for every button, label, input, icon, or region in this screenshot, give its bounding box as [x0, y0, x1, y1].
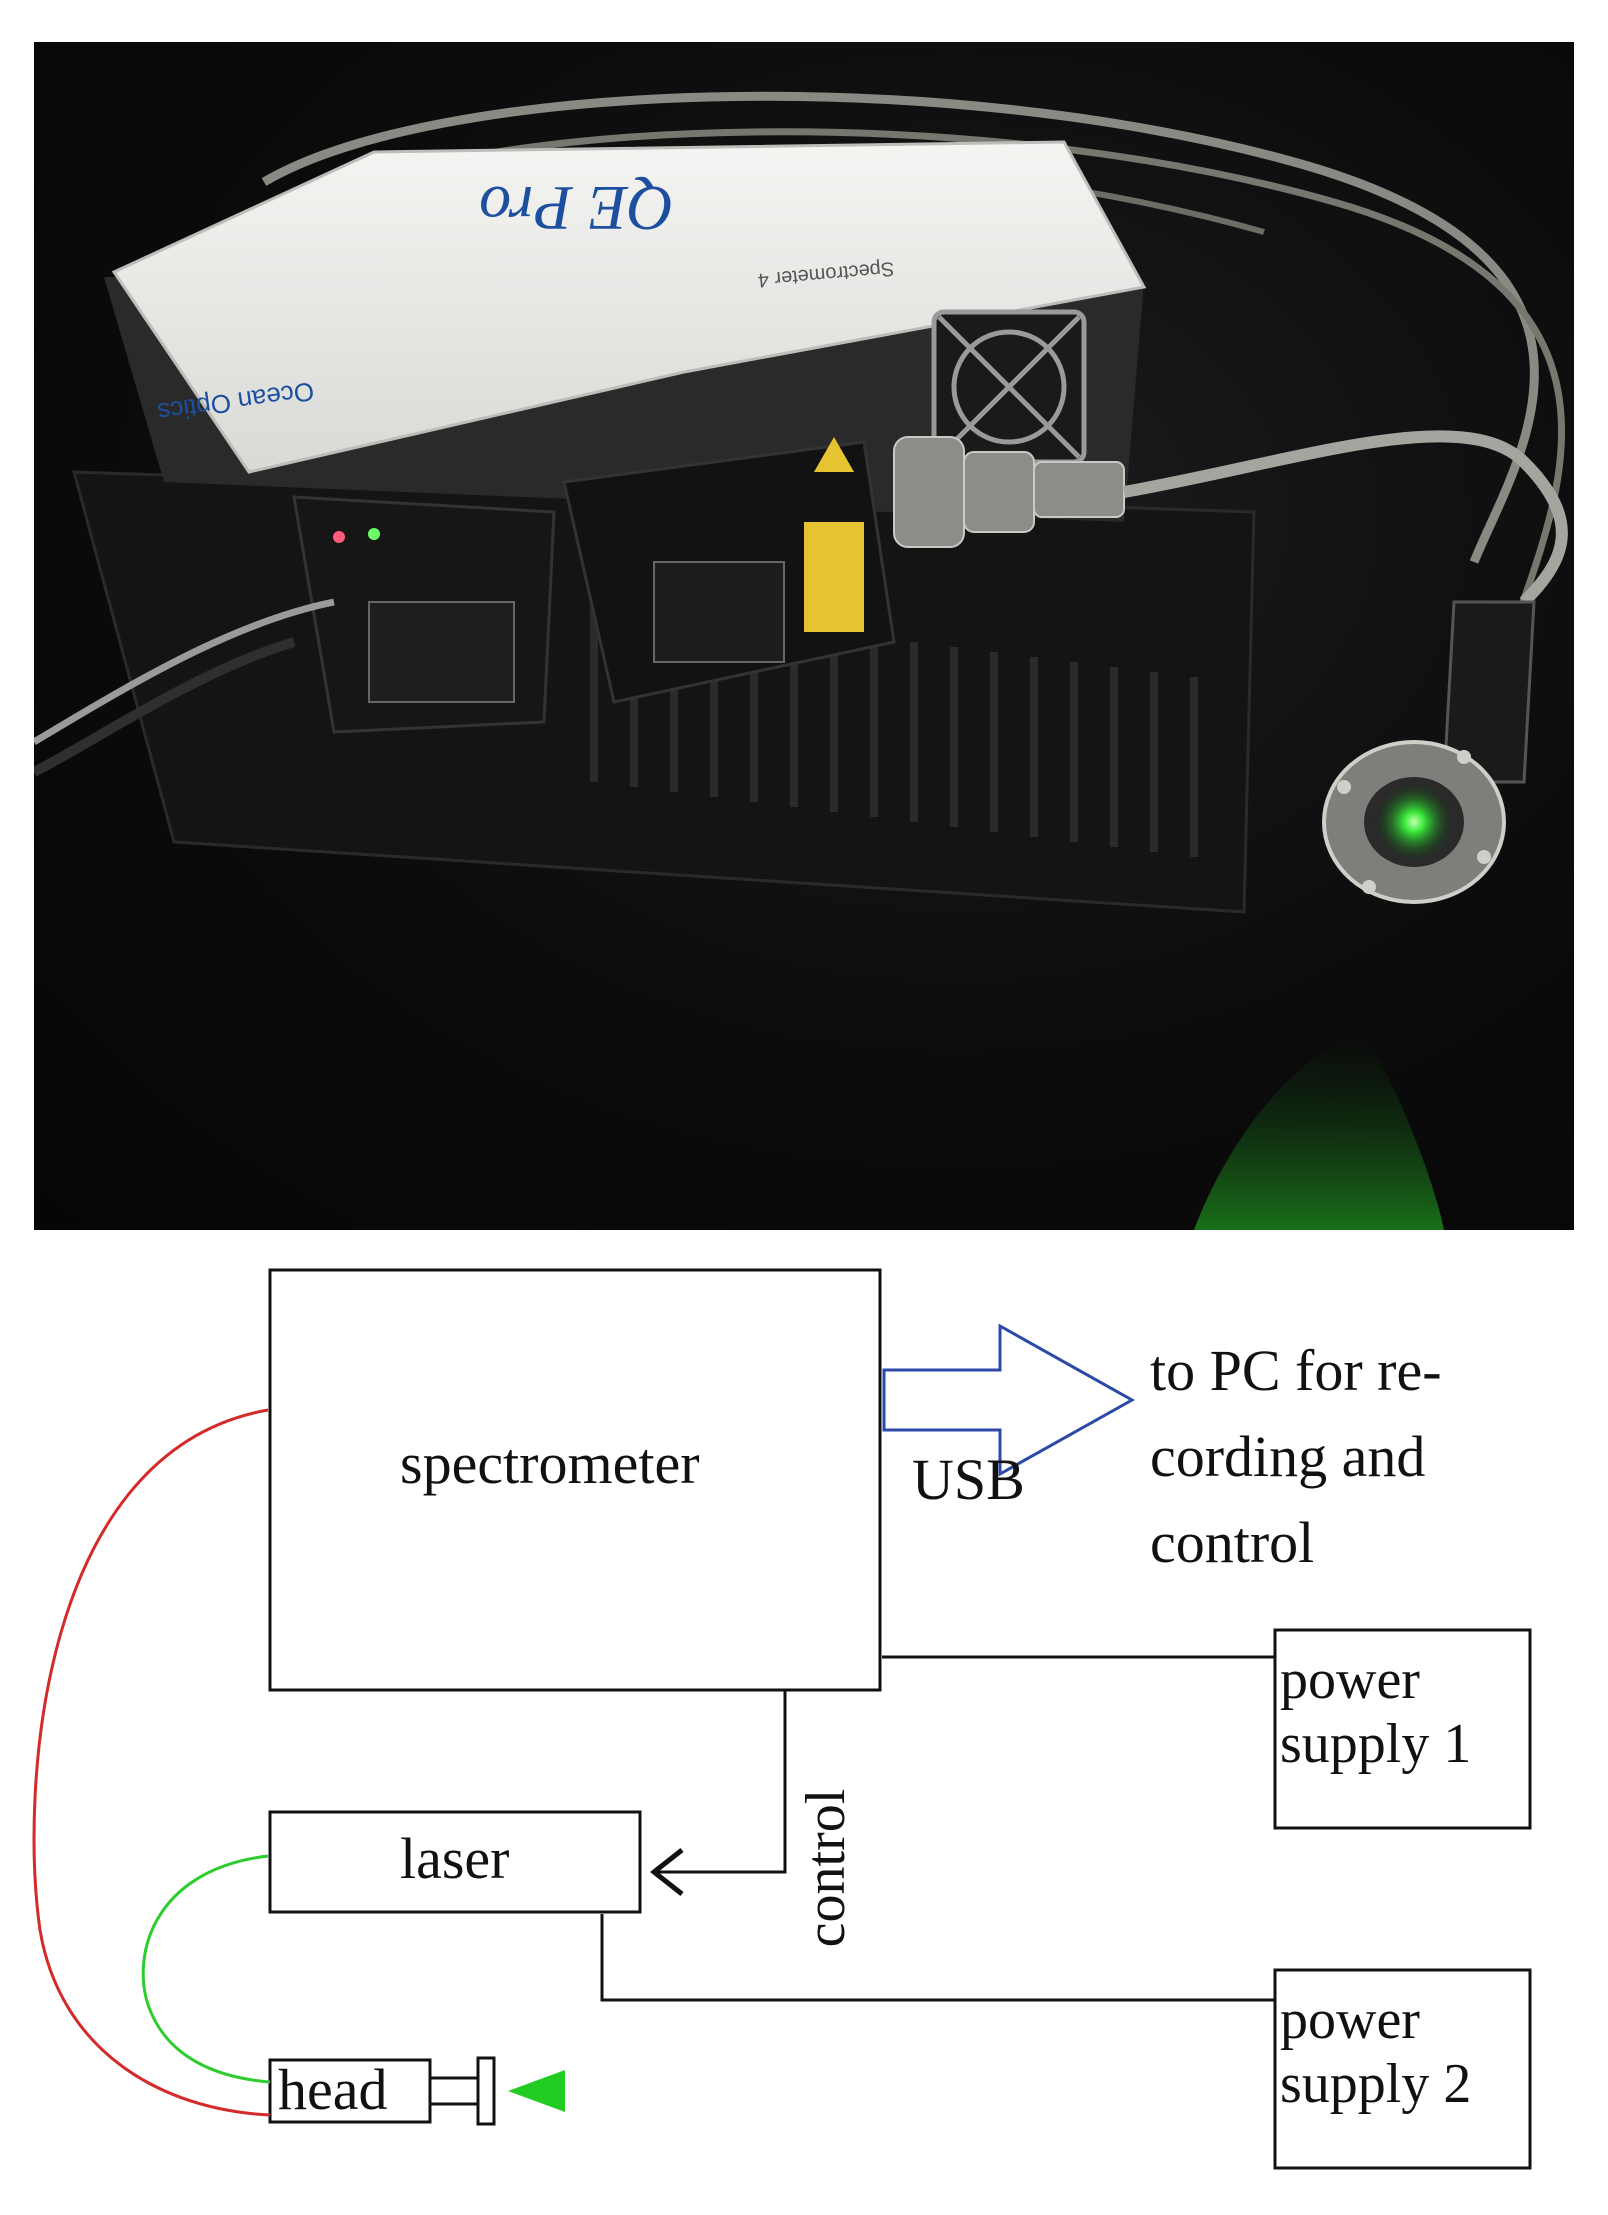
power-unit-label: [368, 601, 515, 703]
laser-warning-label: [804, 522, 864, 632]
fan-grille-icon: [931, 309, 1087, 465]
probe-connector-icon: [430, 2056, 496, 2126]
laser-beam-icon: [508, 2070, 565, 2112]
head-box: [268, 2058, 432, 2124]
probe-head: [1322, 600, 1536, 904]
setup-diagram: spectrometer USB to PC for re- cording a…: [0, 1230, 1608, 2215]
fiber-connector: [893, 436, 1125, 548]
power-supply-1-box: [1273, 1628, 1532, 1830]
spectrometer-model-text: QE Pro: [479, 173, 674, 244]
laser-label: laser: [400, 1826, 510, 1891]
device-photo-illustration: QE Pro Ocean Optics Spectrometer 4: [34, 91, 1568, 1230]
usb-label: USB: [912, 1447, 1025, 1512]
power-supply-2-line: supply 2: [1280, 2053, 1472, 2115]
pc-label: to PC for re- cording and control: [1150, 1328, 1442, 1586]
fiber-red: [32, 1408, 271, 2117]
laser-floor-spot: [1194, 1032, 1444, 1230]
pc-label-line: to PC for re-: [1150, 1338, 1442, 1403]
laser-spec-label: [653, 561, 785, 663]
spectrometer-label: spectrometer: [400, 1431, 700, 1496]
setup-diagram-lines: [32, 1268, 1532, 2170]
power-cable: [34, 598, 335, 746]
indicator-led: [333, 531, 345, 543]
power-supply-2-box: [1273, 1968, 1532, 2170]
indicator-led: [368, 528, 380, 540]
laser-hazard-icon: [814, 437, 854, 472]
control-label: control: [795, 1788, 857, 1948]
spectrometer-lid: [111, 140, 1147, 474]
pc-label-line: cording and: [1150, 1424, 1426, 1489]
heat-sink-fins: [590, 602, 1198, 857]
power-supply-1-line: supply 1: [1280, 1713, 1472, 1775]
power-supply-2-label: power supply 2: [1280, 1988, 1471, 2116]
power-line-2: [600, 1914, 1275, 2002]
pc-label-line: control: [1150, 1510, 1315, 1575]
probe-fiber: [1122, 430, 1568, 607]
head-label: head: [278, 2057, 388, 2122]
control-arrowhead-icon: [649, 1848, 684, 1896]
spectrometer-box: [268, 1268, 882, 1692]
power-supply-2-line: power: [1280, 1989, 1420, 2051]
laser-box: [268, 1810, 642, 1914]
power-supply-1-label: power supply 1: [1280, 1648, 1471, 1776]
device-photo: QE Pro Ocean Optics Spectrometer 4: [34, 42, 1574, 1230]
control-line: [657, 1690, 787, 1874]
usb-arrow: [882, 1323, 1136, 1477]
fiber-green: [141, 1854, 271, 2084]
power-supply-1-line: power: [1280, 1649, 1420, 1711]
power-cable: [34, 637, 296, 777]
fiber-cable: [261, 91, 1539, 564]
